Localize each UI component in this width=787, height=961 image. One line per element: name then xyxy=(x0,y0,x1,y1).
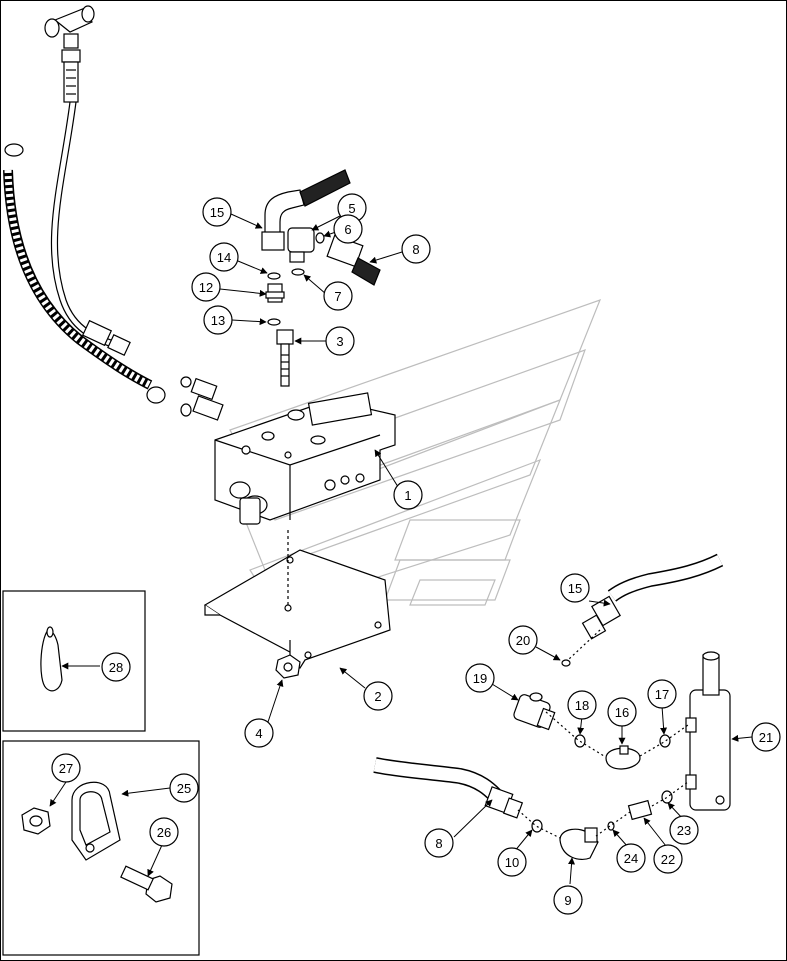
callout-label: 2 xyxy=(374,689,381,704)
callout-label: 27 xyxy=(59,761,73,776)
callout-circle xyxy=(616,843,646,873)
callout-6: 6 xyxy=(333,214,363,244)
callout-circle xyxy=(169,773,199,803)
callout-7: 7 xyxy=(323,281,353,311)
callout-circle xyxy=(333,214,363,244)
callout-10: 10 xyxy=(497,847,527,877)
callout-21: 21 xyxy=(751,722,781,752)
callout-circle xyxy=(553,885,583,915)
callout-circle xyxy=(424,828,454,858)
callout-label: 8 xyxy=(412,242,419,257)
callout-23: 23 xyxy=(669,815,699,845)
callout-circle xyxy=(209,242,239,272)
callout-8: 8 xyxy=(424,828,454,858)
callout-26: 26 xyxy=(149,817,179,847)
callout-label: 20 xyxy=(516,633,530,648)
callout-label: 13 xyxy=(211,313,225,328)
callout-label: 19 xyxy=(473,671,487,686)
callout-17: 17 xyxy=(647,679,677,709)
callout-circle xyxy=(202,197,232,227)
callout-label: 8 xyxy=(435,836,442,851)
callout-label: 12 xyxy=(199,280,213,295)
callout-circle xyxy=(363,681,393,711)
callout-circle xyxy=(653,844,683,874)
callout-circle xyxy=(191,272,221,302)
top-fittings xyxy=(261,169,381,387)
callout-label: 17 xyxy=(655,687,669,702)
callout-19: 19 xyxy=(465,663,495,693)
callout-circle xyxy=(51,753,81,783)
callout-4: 4 xyxy=(244,718,274,748)
callout-label: 23 xyxy=(677,823,691,838)
mounting-plate xyxy=(203,530,391,669)
upper-hose-assembly xyxy=(3,5,224,421)
callout-12: 12 xyxy=(191,272,221,302)
callout-group: 15 5 6 8 14 12 7 13 3 1 15 20 28 2 19 18 16 17 21 4 27 25 26 8 1… xyxy=(51,193,781,915)
callout-label: 18 xyxy=(575,698,589,713)
callout-circle xyxy=(149,817,179,847)
callout-leaders xyxy=(49,213,753,885)
callout-circle xyxy=(393,480,423,510)
callout-label: 24 xyxy=(624,851,638,866)
callout-9: 9 xyxy=(553,885,583,915)
callout-18: 18 xyxy=(567,690,597,720)
callout-label: 7 xyxy=(334,289,341,304)
callout-circle xyxy=(325,326,355,356)
callout-circle xyxy=(323,281,353,311)
callout-label: 21 xyxy=(759,730,773,745)
callout-label: 28 xyxy=(109,660,123,675)
callout-label: 15 xyxy=(568,581,582,596)
callout-label: 9 xyxy=(564,893,571,908)
valve-block xyxy=(214,392,396,525)
callout-circle xyxy=(567,690,597,720)
callout-2: 2 xyxy=(363,681,393,711)
callout-circle xyxy=(497,847,527,877)
callout-16: 16 xyxy=(607,697,637,727)
callout-15: 15 xyxy=(560,573,590,603)
callout-circle xyxy=(607,697,637,727)
lower-hose-assembly xyxy=(373,553,731,861)
callout-label: 22 xyxy=(661,852,675,867)
callout-20: 20 xyxy=(508,625,538,655)
callout-label: 10 xyxy=(505,855,519,870)
callout-28: 28 xyxy=(101,652,131,682)
callout-label: 14 xyxy=(217,250,231,265)
callout-8: 8 xyxy=(401,234,431,264)
callout-circle xyxy=(203,305,233,335)
callout-14: 14 xyxy=(209,242,239,272)
callout-circle xyxy=(669,815,699,845)
callout-27: 27 xyxy=(51,753,81,783)
callout-circle xyxy=(101,652,131,682)
clamp-28 xyxy=(40,626,63,692)
callout-label: 16 xyxy=(615,705,629,720)
callout-label: 5 xyxy=(348,201,355,216)
callout-label: 26 xyxy=(157,825,171,840)
callout-3: 3 xyxy=(325,326,355,356)
callout-label: 6 xyxy=(344,222,351,237)
callout-circle xyxy=(244,718,274,748)
callout-circle xyxy=(465,663,495,693)
callout-label: 25 xyxy=(177,781,191,796)
callout-circle xyxy=(560,573,590,603)
nut-4 xyxy=(275,654,301,679)
callout-25: 25 xyxy=(169,773,199,803)
callout-13: 13 xyxy=(203,305,233,335)
callout-label: 4 xyxy=(255,726,262,741)
callout-24: 24 xyxy=(616,843,646,873)
callout-circle xyxy=(647,679,677,709)
callout-label: 3 xyxy=(336,334,343,349)
callout-22: 22 xyxy=(653,844,683,874)
callout-label: 15 xyxy=(210,205,224,220)
callout-circle xyxy=(401,234,431,264)
callout-15: 15 xyxy=(202,197,232,227)
callout-circle xyxy=(751,722,781,752)
callout-label: 1 xyxy=(404,488,411,503)
bracket-parts xyxy=(21,781,173,903)
callout-1: 1 xyxy=(393,480,423,510)
callout-circle xyxy=(508,625,538,655)
